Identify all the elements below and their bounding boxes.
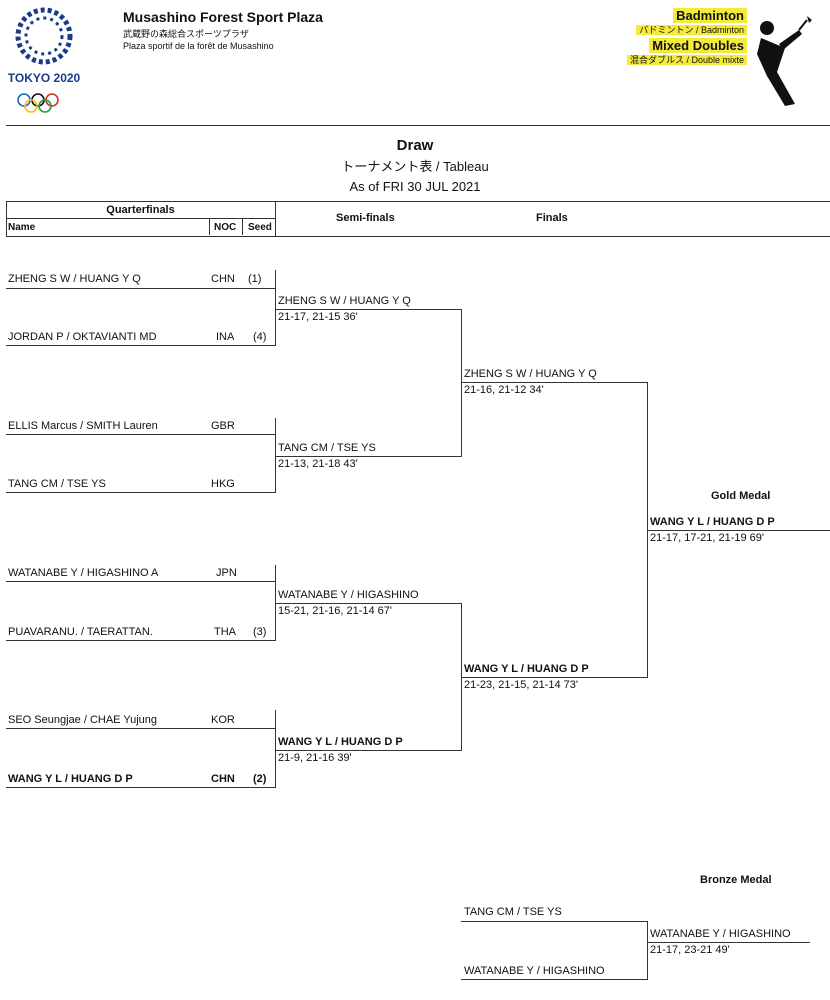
sf-name: TANG CM / TSE YS [278,442,376,454]
qf-name: TANG CM / TSE YS [8,478,106,490]
column-semifinals: Semi-finals [336,212,395,224]
column-seed: Seed [248,222,272,233]
final-name: WANG Y L / HUANG D P [464,663,589,675]
sf-score: 21-17, 21-15 36' [278,311,358,323]
qf-name: PUAVARANU. / TAERATTAN. [8,626,153,638]
column-name: Name [8,222,36,233]
column-quarterfinals: Quarterfinals [106,204,175,216]
qf-seed: (3) [253,626,267,638]
event-name-ja-fr: 混合ダブルス / Double mixte [626,55,747,65]
qf-noc: CHN [211,773,235,785]
qf-name: WATANABE Y / HIGASHINO A [8,567,159,579]
qf-name: WANG Y L / HUANG D P [8,773,133,785]
gold-medal-winner: WANG Y L / HUANG D P [650,516,775,528]
sport-block: Badminton バドミントン / Badminton Mixed Doubl… [560,7,747,67]
badminton-pictogram-icon [755,14,813,109]
column-finals: Finals [536,212,568,224]
qf-name: JORDAN P / OKTAVIANTI MD [8,331,157,343]
page-subtitle: トーナメント表 / Tableau [341,159,489,174]
page-title: Draw [396,137,434,154]
tokyo-2020-emblem [6,4,82,114]
column-noc: NOC [214,222,237,233]
qf-noc: GBR [211,420,235,432]
bronze-medal-score: 21-17, 23-21 49' [650,944,730,956]
sf-score: 21-13, 21-18 43' [278,458,358,470]
qf-noc: JPN [216,567,237,579]
qf-noc: INA [216,331,235,343]
sport-name: Badminton [673,8,747,23]
qf-noc: KOR [211,714,235,726]
gold-medal-score: 21-17, 17-21, 21-19 69' [650,532,765,544]
venue-name-fr: Plaza sportif de la forêt de Musashino [123,41,274,51]
final-score: 21-16, 21-12 34' [464,384,544,396]
sport-name-ja-fr: バドミントン / Badminton [636,25,747,35]
final-name: ZHENG S W / HUANG Y Q [464,368,597,380]
qf-name: SEO Seungjae / CHAE Yujung [8,714,158,726]
bronze-player-1: TANG CM / TSE YS [464,906,562,918]
bronze-medal-label: Bronze Medal [700,874,772,886]
sf-score: 15-21, 21-16, 21-14 67' [278,605,393,617]
header-divider [6,125,830,126]
table-header-frame [6,201,830,237]
sf-name: ZHENG S W / HUANG Y Q [278,295,411,307]
sf-name: WANG Y L / HUANG D P [278,736,403,748]
gold-medal-label: Gold Medal [711,490,771,502]
qf-noc: THA [214,626,236,638]
qf-noc: CHN [211,273,235,285]
sf-score: 21-9, 21-16 39' [278,752,352,764]
event-name: Mixed Doubles [649,38,747,53]
emblem-graphic-icon [15,7,73,113]
final-score: 21-23, 21-15, 21-14 73' [464,679,579,691]
qf-name: ELLIS Marcus / SMITH Lauren [8,420,158,432]
as-of-date: As of FRI 30 JUL 2021 [349,179,481,194]
sf-name: WATANABE Y / HIGASHINO [278,589,419,601]
qf-seed: (2) [253,773,267,785]
qf-seed: (4) [253,331,267,343]
qf-seed: (1) [248,273,262,285]
bronze-medal-winner: WATANABE Y / HIGASHINO [650,928,791,940]
emblem-text: TOKYO 2020 [7,71,81,85]
qf-name: ZHENG S W / HUANG Y Q [8,273,141,285]
venue-name-ja: 武蔵野の森総合スポーツプラザ [123,29,249,39]
qf-noc: HKG [211,478,235,490]
venue-name: Musashino Forest Sport Plaza [123,9,323,25]
bronze-player-2: WATANABE Y / HIGASHINO [464,965,605,977]
